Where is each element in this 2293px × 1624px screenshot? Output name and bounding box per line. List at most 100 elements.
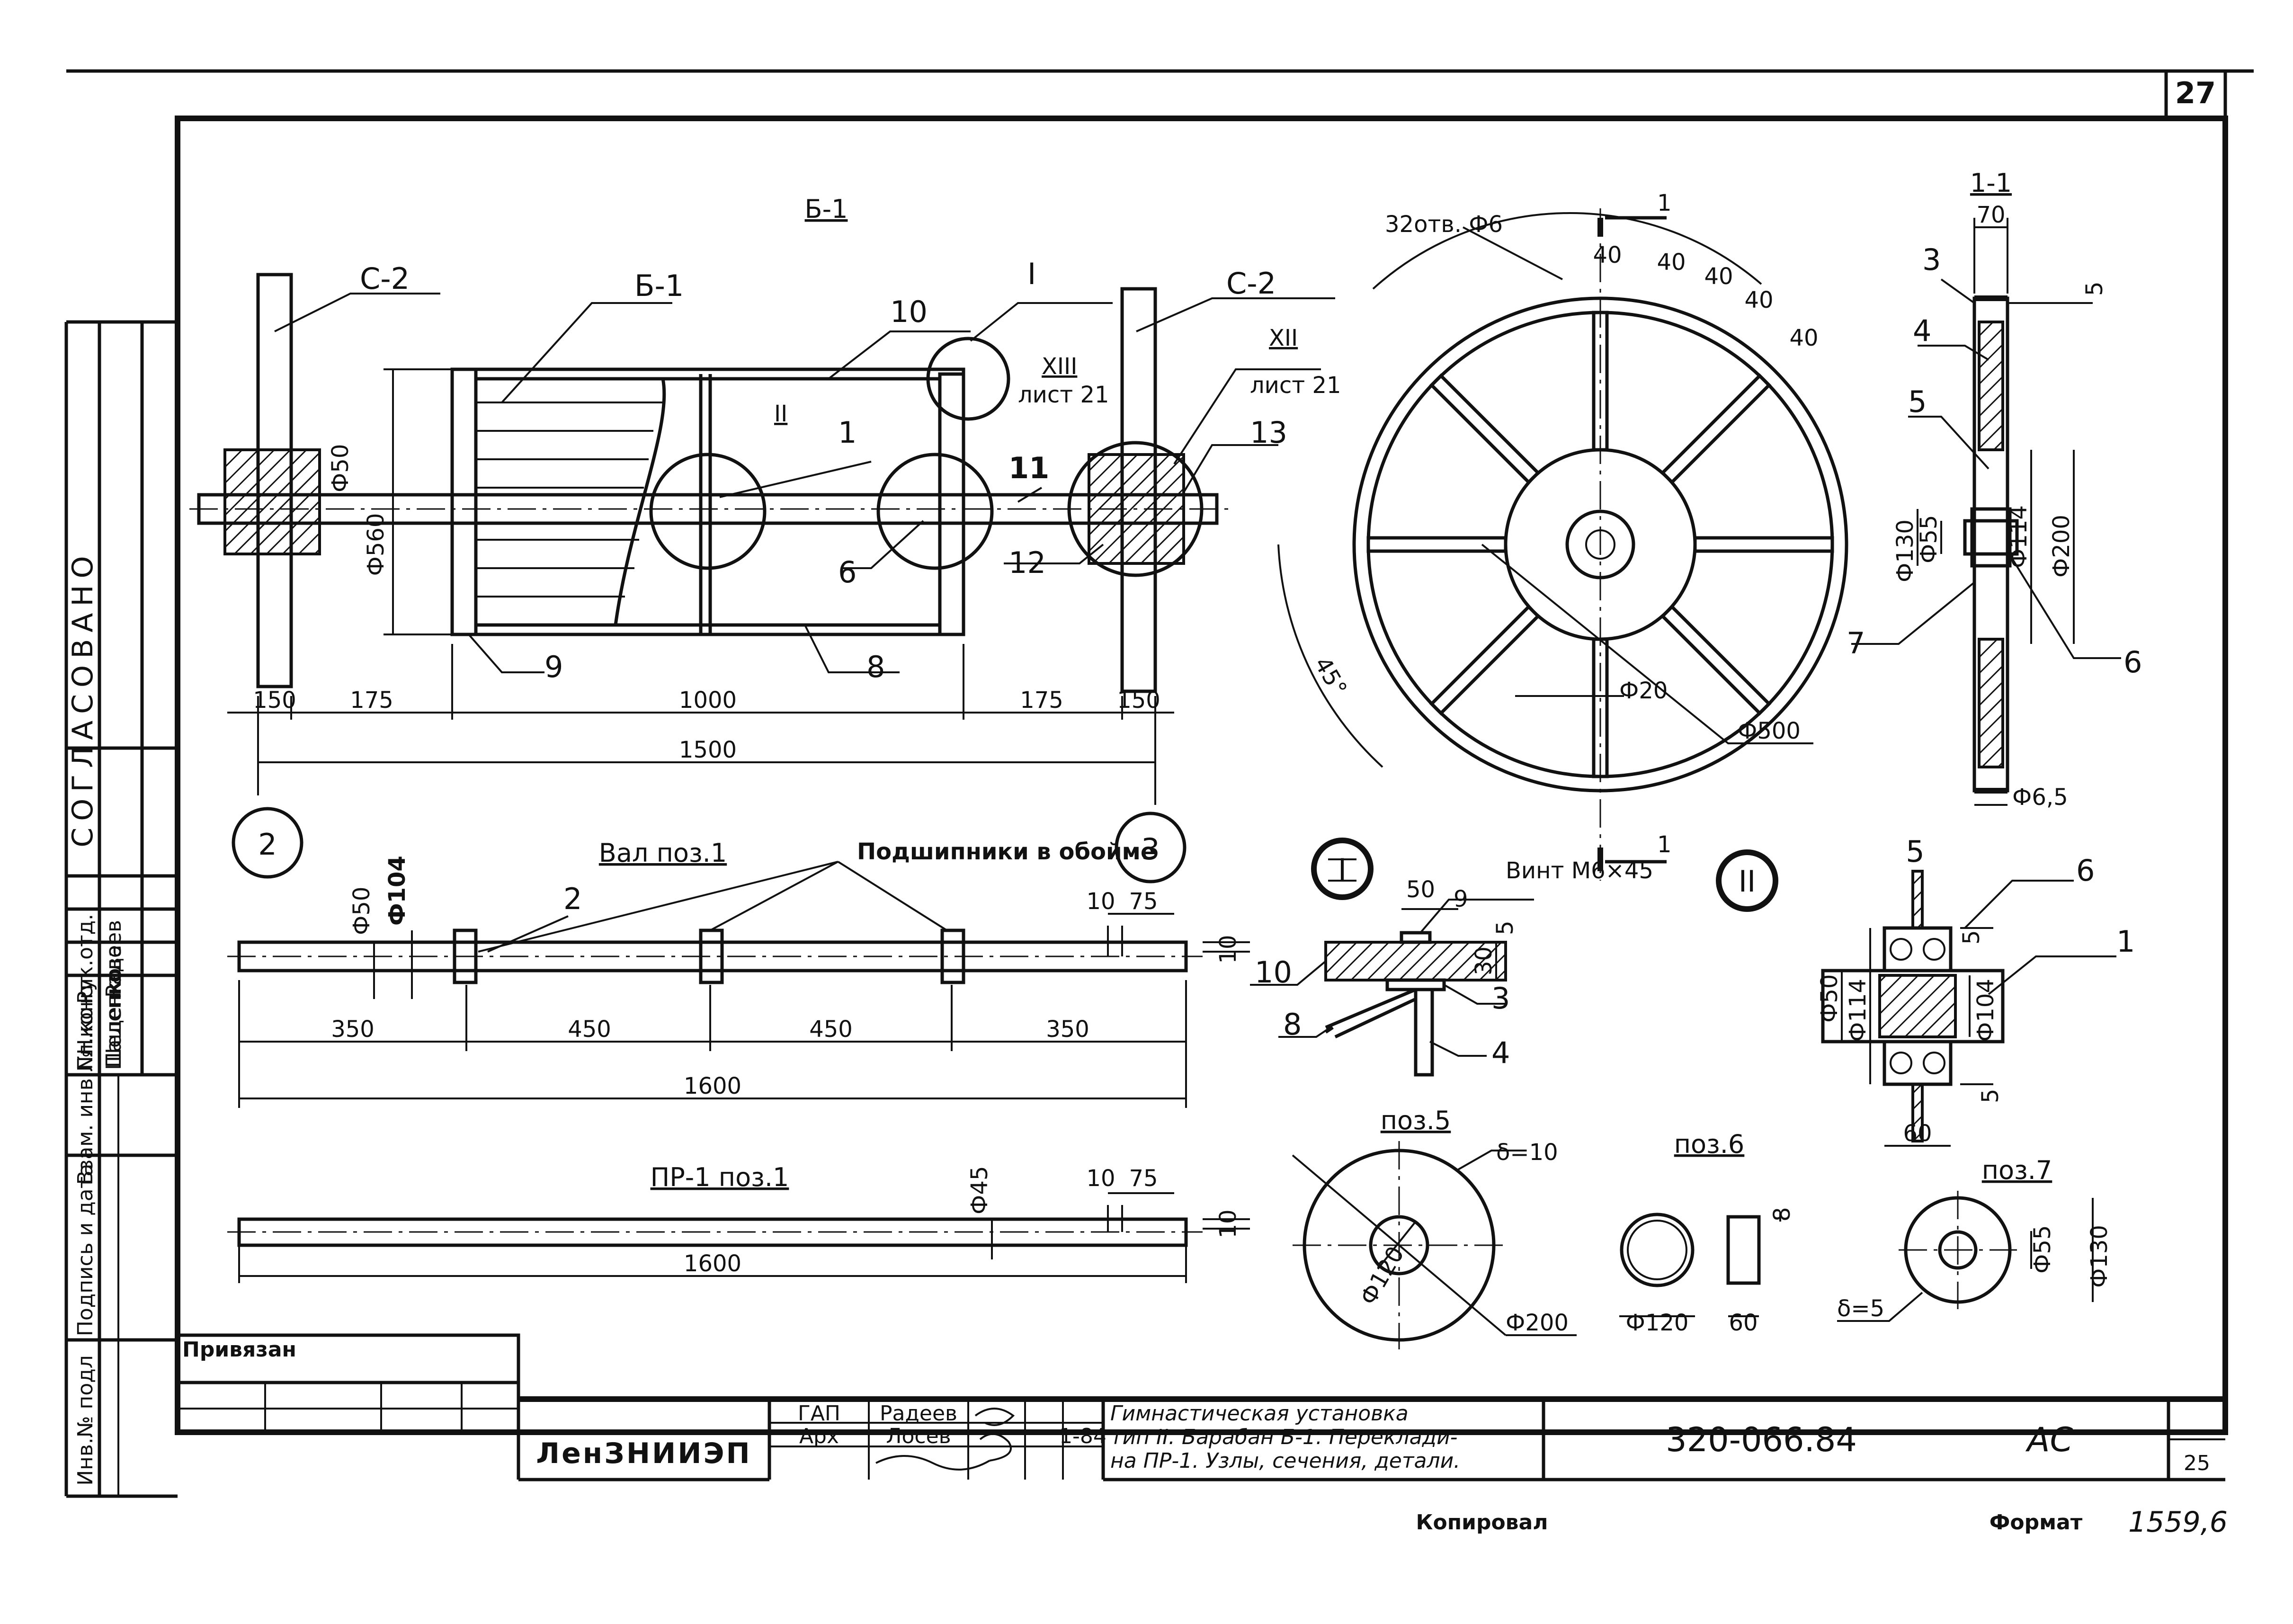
node1-label-8: 8	[1283, 1007, 1302, 1042]
format-label: Формат	[1990, 1510, 2083, 1535]
date: 1-84	[1059, 1424, 1106, 1448]
signature-arh	[875, 1455, 990, 1471]
sheet-no: 25	[2184, 1451, 2210, 1475]
b1-dim-175-left: 175	[350, 687, 393, 714]
bar-dim-1600: 1600	[684, 1250, 741, 1277]
shaft-dim-350-right: 350	[1046, 1016, 1089, 1043]
wheel-angle-45: 45°	[1309, 652, 1352, 701]
shaft-dim-d104: Ф104	[384, 856, 410, 926]
section-dim-d6-5: Ф6,5	[2012, 784, 2068, 811]
shaft-dim-10b: 10	[1215, 935, 1241, 964]
shaft-dim-350-left: 350	[331, 1016, 375, 1043]
shaft-dim-10a: 10	[1086, 888, 1115, 915]
node2-dim-d50: Ф50	[1816, 974, 1843, 1023]
view-wheel	[1277, 208, 1848, 881]
node1-dim-30: 30	[1471, 946, 1497, 975]
node2-dim-5-top: 5	[1958, 930, 1985, 945]
shaft-dim-450-left: 450	[568, 1016, 611, 1043]
b1-label-c2-right: С-2	[1226, 266, 1276, 301]
side-column-1: Подпись и дата	[73, 1164, 98, 1336]
section-label-6: 6	[2123, 645, 2142, 679]
side-stamp-role-1: Н.конт	[73, 982, 98, 1055]
section-dim-5: 5	[2081, 281, 2108, 296]
bar-dim-d45: Ф45	[966, 1166, 993, 1214]
b1-label-xii: XII	[1269, 325, 1298, 351]
b1-dim-d50: Ф50	[327, 444, 354, 492]
b1-label-sheet21-b: лист 21	[1250, 372, 1341, 399]
title-line-2: на ПР-1. Узлы, сечения, детали.	[1110, 1449, 1460, 1473]
section-label-7: 7	[1847, 626, 1865, 660]
section-label-5: 5	[1908, 384, 1927, 419]
b1-dim-175-right: 175	[1020, 687, 1063, 714]
shaft-dim-75: 75	[1129, 888, 1158, 915]
node1-dim-5: 5	[1492, 920, 1518, 935]
side-stamp-name-1: Пащенко	[102, 968, 126, 1068]
bar-dim-10a: 10	[1086, 1165, 1115, 1192]
pos7-dim-d55: Ф55	[2029, 1225, 2056, 1274]
view-node-2	[1716, 849, 2116, 1147]
stamp-role-1: Арх	[799, 1424, 839, 1448]
wheel-dim-40-a: 40	[1593, 242, 1622, 268]
b1-label-6: 6	[838, 555, 857, 589]
format-value: 1559,6	[2128, 1506, 2228, 1539]
bar-header: ПР-1 поз.1	[651, 1162, 789, 1192]
view-shaft	[227, 861, 1250, 1108]
wheel-cut-1-bottom: 1	[1657, 831, 1672, 858]
pos6-header: поз.6	[1674, 1129, 1745, 1159]
node2-dim-d114: Ф114	[1845, 979, 1871, 1042]
pos7-thickness: δ=5	[1837, 1295, 1884, 1322]
stage: АС	[2025, 1420, 2073, 1459]
shaft-dim-450-right: 450	[809, 1016, 853, 1043]
pos6-dim-60: 60	[1729, 1310, 1758, 1336]
b1-label-13: 13	[1250, 415, 1287, 450]
section-dim-70: 70	[1976, 202, 2005, 228]
axis-3: 3	[1141, 832, 1160, 866]
view-node-1	[1250, 838, 1534, 1077]
b1-header: Б-1	[805, 194, 848, 224]
sheet-number: 27	[2175, 76, 2216, 110]
title-block	[176, 1333, 2225, 1481]
wheel-cut-1-top: 1	[1657, 190, 1672, 216]
wheel-dim-40-c: 40	[1704, 263, 1733, 290]
b1-label-c2-left: С-2	[360, 261, 410, 296]
stamp-name-0: Радеев	[880, 1401, 957, 1426]
stamp-name-1: Лосев	[886, 1424, 951, 1448]
shaft-label-2: 2	[563, 882, 582, 916]
signature-gap	[974, 1408, 1015, 1462]
section-dim-d114: Ф114	[2006, 505, 2032, 568]
b1-label-9: 9	[544, 650, 563, 684]
node1-label-9: 9	[1454, 886, 1468, 912]
section-dim-d55: Ф55	[1916, 515, 1942, 563]
copied-label: Копировал	[1416, 1510, 1548, 1535]
node1-label-4: 4	[1491, 1035, 1510, 1070]
node2-header: II	[1739, 864, 1756, 899]
section-label-3: 3	[1922, 242, 1941, 277]
b1-label-xiii: XIII	[1042, 353, 1077, 380]
b1-dim-1000: 1000	[679, 687, 737, 714]
node2-label-5-top: 5	[1906, 834, 1924, 869]
node1-dim-50: 50	[1406, 876, 1435, 903]
pos5-thickness: δ=10	[1496, 1139, 1558, 1166]
title-line-0: Гимнастическая установка	[1110, 1401, 1409, 1426]
axis-2: 2	[258, 827, 277, 862]
node2-dim-60: 60	[1903, 1120, 1932, 1147]
side-column-0: Инв.№ подл	[73, 1355, 98, 1486]
side-stamp	[66, 322, 178, 1496]
wheel-dim-40-b: 40	[1657, 249, 1686, 276]
section-header: 1-1	[1970, 168, 2012, 198]
view-section-1-1	[1851, 218, 2121, 806]
pos6-dim-8: 8	[1769, 1207, 1795, 1222]
view-pos6	[1619, 1212, 1781, 1317]
pos5-dim-d120: Ф120	[1355, 1242, 1410, 1310]
view-b1	[189, 273, 1335, 883]
wheel-dim-40-d: 40	[1744, 287, 1773, 313]
section-dim-d130: Ф130	[1892, 519, 1918, 582]
side-stamp-name-0: Радеев	[102, 920, 126, 998]
b1-label-b1: Б-1	[634, 268, 684, 303]
pos5-header: поз.5	[1381, 1106, 1451, 1135]
b1-label-8: 8	[866, 650, 885, 684]
shaft-note: Подшипники в обойме	[857, 839, 1156, 865]
b1-dim-1500: 1500	[679, 737, 737, 763]
section-label-4: 4	[1913, 313, 1931, 348]
